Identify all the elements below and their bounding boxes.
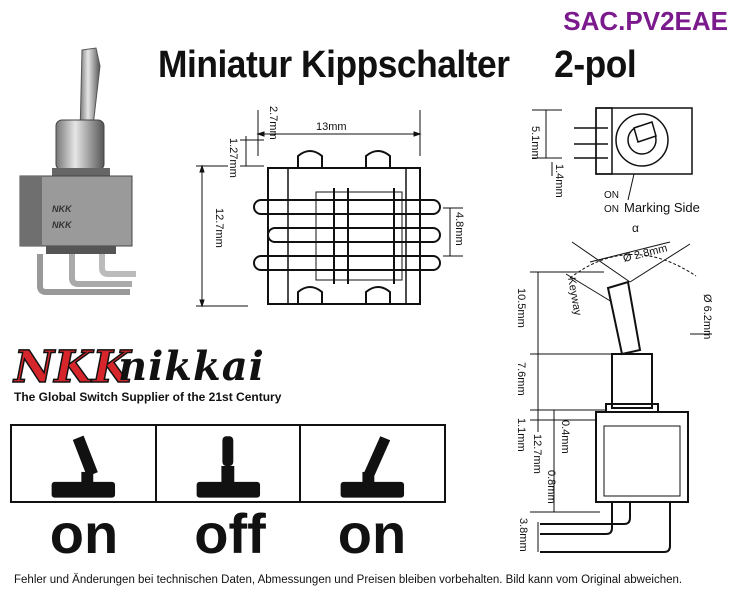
lever-right-icon — [340, 436, 405, 498]
photo-print-top: NKK — [52, 204, 73, 214]
marking-on-1: ON — [604, 190, 619, 201]
position-label-1: on — [49, 502, 119, 565]
title-poles: 2-pol — [554, 44, 637, 86]
nikkai-wordmark: nikkai — [118, 343, 265, 390]
marking-side-label: Marking Side — [624, 200, 700, 215]
photo-base — [46, 246, 116, 254]
photo-nut — [52, 168, 110, 176]
position-label-3: on — [337, 502, 407, 565]
dim-1-1: 1.1mm — [515, 418, 527, 452]
page-title: Miniatur Kippschalter 2-pol — [158, 44, 637, 87]
bushing-diameter: Ø 6.2mm — [701, 294, 713, 339]
dim-end-a: 5.1mm — [529, 126, 541, 160]
product-code: SAC.PV2EAE — [563, 6, 728, 36]
marking-on-2: ON — [604, 204, 619, 215]
position-cell-middle — [157, 426, 302, 501]
dim-small: 2.7mm — [267, 106, 279, 140]
side-view-drawing: α Ø 2.8mm Keyway Ø 6.2mm 10.5mm 7.6mm 1.… — [515, 222, 713, 553]
lever-left-icon — [51, 435, 116, 498]
nkk-logo-mark: NKK — [12, 342, 132, 393]
title-main: Miniatur Kippschalter — [158, 44, 510, 86]
disclaimer-footer: Fehler und Änderungen bei technischen Da… — [14, 574, 683, 586]
photo-pin-2 — [69, 254, 132, 287]
dim-width: 13mm — [316, 121, 347, 133]
angle-alpha: α — [632, 222, 639, 235]
position-label-2: off — [194, 502, 266, 565]
dim-pin: 4.8mm — [453, 212, 465, 246]
position-cell-right — [301, 426, 444, 501]
photo-bushing — [55, 119, 105, 171]
dim-end-b: 1.4mm — [553, 164, 565, 198]
dim-12-7: 12.7mm — [531, 434, 543, 474]
top-view-drawing: 13mm 2.7mm 1.27mm 12.7mm 4.8mm — [196, 106, 465, 308]
dim-bushing-length: 7.6mm — [515, 362, 527, 396]
dim-3-8: 3.8mm — [517, 518, 529, 552]
position-cell-left — [12, 426, 157, 501]
lever-center-icon — [196, 436, 260, 498]
dim-0-8: 0.8mm — [545, 470, 557, 504]
switch-positions-table — [10, 424, 446, 503]
photo-body-shade — [20, 176, 42, 246]
dim-0-4: 0.4mm — [559, 420, 571, 454]
photo-pin-3 — [99, 254, 136, 277]
dim-height: 12.7mm — [213, 208, 225, 248]
tagline: The Global Switch Supplier of the 21st C… — [14, 390, 282, 404]
dim-lever-length: 10.5mm — [515, 288, 527, 328]
photo-print-bottom: NKK — [52, 220, 73, 230]
nkk-logo: NKK — [12, 341, 133, 394]
end-view-drawing: 5.1mm 1.4mm ON ON Marking Side — [529, 107, 700, 215]
product-photo: NKK NKK — [19, 47, 136, 295]
dim-pitch: 1.27mm — [227, 138, 239, 178]
photo-pin-1 — [37, 254, 130, 295]
